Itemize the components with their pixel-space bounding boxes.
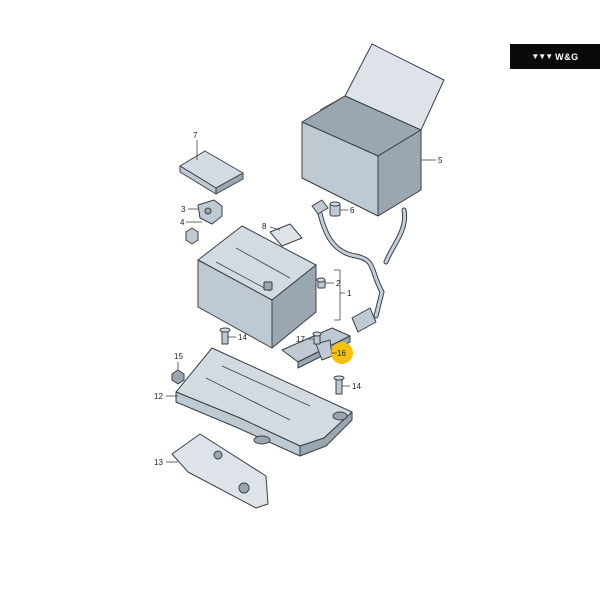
callout-15[interactable]: 15 <box>174 352 183 370</box>
tray-bolt-upper[interactable] <box>219 327 231 345</box>
callout-10[interactable]: 5 <box>421 156 443 165</box>
svg-text:13: 13 <box>154 458 163 467</box>
svg-text:12: 12 <box>154 392 163 401</box>
battery-box[interactable] <box>301 43 445 217</box>
svg-text:5: 5 <box>438 156 443 165</box>
svg-text:3: 3 <box>181 205 186 214</box>
svg-text:4: 4 <box>180 218 185 227</box>
insulating-plate[interactable] <box>269 223 303 247</box>
battery-side <box>271 264 317 349</box>
battery[interactable] <box>197 225 317 349</box>
tray-nut[interactable] <box>171 369 185 385</box>
bracket-bolt[interactable] <box>312 331 322 345</box>
callout-3[interactable]: 3 <box>181 205 198 214</box>
tray-bolt-lower[interactable] <box>333 375 345 395</box>
battery-tray[interactable] <box>175 347 353 457</box>
positive-cable[interactable] <box>311 199 408 333</box>
callout-6[interactable]: 6 <box>340 206 355 215</box>
callout-7[interactable]: 8 <box>262 222 281 231</box>
svg-text:2: 2 <box>336 279 341 288</box>
callout-14-upper[interactable]: 14 <box>228 333 247 342</box>
callout-1[interactable]: 1 <box>334 269 352 321</box>
svg-text:14: 14 <box>238 333 247 342</box>
svg-text:6: 6 <box>350 206 355 215</box>
tray-base-plate[interactable] <box>171 433 269 509</box>
callout-16[interactable]: 16 <box>331 342 353 364</box>
small-nut[interactable] <box>185 227 199 245</box>
callout-2[interactable]: 2 <box>325 279 341 288</box>
brand-logo-text: W&G <box>555 51 579 62</box>
terminal-bolt[interactable] <box>329 201 341 217</box>
callout-12[interactable]: 12 <box>154 392 178 401</box>
svg-text:16: 16 <box>337 349 346 358</box>
svg-text:15: 15 <box>174 352 183 361</box>
svg-text:1: 1 <box>347 289 352 298</box>
brand-logo: ▼▼▼ W&G <box>510 44 600 69</box>
svg-text:17: 17 <box>296 335 305 344</box>
callout-4[interactable]: 4 <box>180 218 202 227</box>
svg-text:7: 7 <box>193 131 198 140</box>
callout-8[interactable]: 7 <box>193 131 198 160</box>
brand-logo-icon: ▼▼▼ <box>531 52 553 61</box>
callout-16-highlight <box>331 342 353 364</box>
svg-text:8: 8 <box>262 222 267 231</box>
terminal-clamp[interactable] <box>197 199 223 225</box>
vent-plug[interactable] <box>316 277 326 289</box>
terminal-cover[interactable] <box>179 150 244 195</box>
svg-text:14: 14 <box>352 382 361 391</box>
callout-13[interactable]: 13 <box>154 458 178 467</box>
callout-17[interactable]: 17 <box>296 335 313 344</box>
callout-14-lower[interactable]: 14 <box>342 382 361 391</box>
